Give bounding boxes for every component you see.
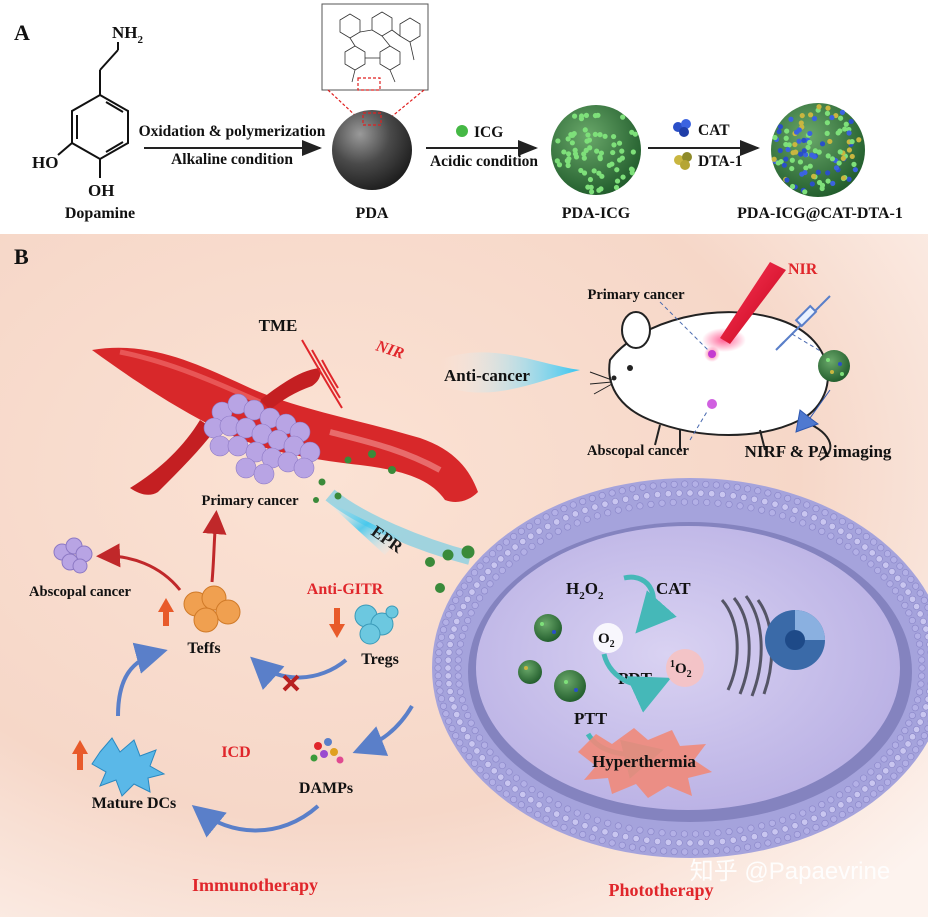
damps-label: DAMPs [299,780,353,797]
step2-bottom: Acidic condition [430,153,538,170]
icd-label: ICD [221,744,250,761]
inset-connector-right [389,89,425,119]
final-nanoparticle [771,103,865,197]
arrow-tregs-inhibit-teffs [250,656,348,691]
panel-a-label: A [14,20,30,45]
teffs-label: Teffs [187,640,220,657]
nir-waves [301,339,343,409]
anti-cancer-label: Anti-cancer [444,366,530,385]
tregs-label: Tregs [361,651,399,668]
phototherapy-label: Phototherapy [609,880,714,900]
teffs-up-arrow [158,598,174,626]
arrow-damps-to-dcs [191,804,320,838]
arrow-phototherapy-to-damps [352,704,414,756]
inset-connector-left [327,89,359,119]
arrow-o2-to-singlet [601,653,672,713]
watermark: 知乎 @Papaevrine [690,858,890,885]
cell-nanoparticles [518,614,586,702]
damps-molecules [310,738,344,764]
mouse-eye [627,365,633,371]
immunotherapy-label: Immunotherapy [192,875,318,895]
teffs-cells [183,585,241,633]
arrow-h2o2-to-o2 [623,574,677,634]
singlet-glow [666,649,704,687]
mature-dcs-cells [91,737,166,797]
injected-nanoparticle [818,350,850,382]
abscopal-label: Abscopal cancer [29,584,131,600]
anti-gitr-label: Anti-GITR [307,581,384,598]
dopamine-structure [57,42,129,178]
arrow-dcs-to-teffs [116,642,168,717]
imaging-arrow [795,389,831,433]
dcs-up-arrow [72,740,88,770]
abscopal-cluster [53,537,93,574]
hyperthermia-burst [578,728,712,798]
nucleus-icon [765,610,825,670]
pda-icg-sphere [551,105,641,195]
amine-label: NH2 [112,23,144,46]
primary-cancer-vessel-label: Primary cancer [201,493,299,509]
mouse-illustration [589,301,832,461]
inhibition-cross-icon [282,674,300,692]
step1-bottom: Alkaline condition [171,151,293,168]
pda-name: PDA [356,205,389,222]
singlet-o2-label: 1O2 [670,659,692,680]
primary-tumor-cluster [203,393,321,485]
pda-sphere [332,110,412,190]
dopamine-name: Dopamine [65,205,135,222]
epr-beam [325,500,400,555]
final-name: PDA-ICG@CAT-DTA-1 [737,205,903,222]
step3-reagent2: DTA-1 [698,153,743,170]
panel-b: B Primary cancer TME NIR Anti-cancer EPR [0,234,928,917]
step1-top: Oxidation & polymerization [139,123,326,140]
oh-label: OH [88,181,114,200]
mature-dcs-label: Mature DCs [92,795,177,812]
o2-label: O2 [598,631,615,650]
icg-dot-icon [456,125,468,137]
mouse-primary-label: Primary cancer [587,287,685,303]
step3-reagent1: CAT [698,122,730,139]
tregs-down-arrow [329,608,345,638]
nir-laser [702,262,786,352]
h2o2-label: H2O2 [566,579,604,602]
cat-label: CAT [656,579,691,598]
mouse-abscopal-label: Abscopal cancer [587,443,689,459]
panel-b-label: B [14,244,29,269]
tme-label: TME [259,316,298,335]
mouse-abscopal-tumor [707,399,717,409]
arrow-teffs-to-primary [202,510,227,583]
syringe-icon [775,295,831,351]
panel-a: A NH2 HO OH Dopamine Oxidation & polymer… [14,3,903,222]
o2-glow [593,623,623,653]
anti-cancer-beam [440,352,580,393]
ptt-label: PTT [574,709,608,728]
pda-structure-inset [321,3,429,91]
hyperthermia-label: Hyperthermia [592,752,696,771]
pda-icg-name: PDA-ICG [562,205,631,222]
cat-icon [673,119,691,137]
ho-label: HO [32,153,58,172]
arrow-teffs-to-abscopal [96,543,182,591]
tregs-cells [354,604,399,645]
step2-reagent: ICG [474,124,503,141]
imaging-label: NIRF & PA imaging [745,442,892,461]
dta-icon [674,152,692,170]
mouse-ear [621,311,651,349]
nir-mouse-label: NIR [788,261,818,278]
mouse-nose [611,375,617,381]
